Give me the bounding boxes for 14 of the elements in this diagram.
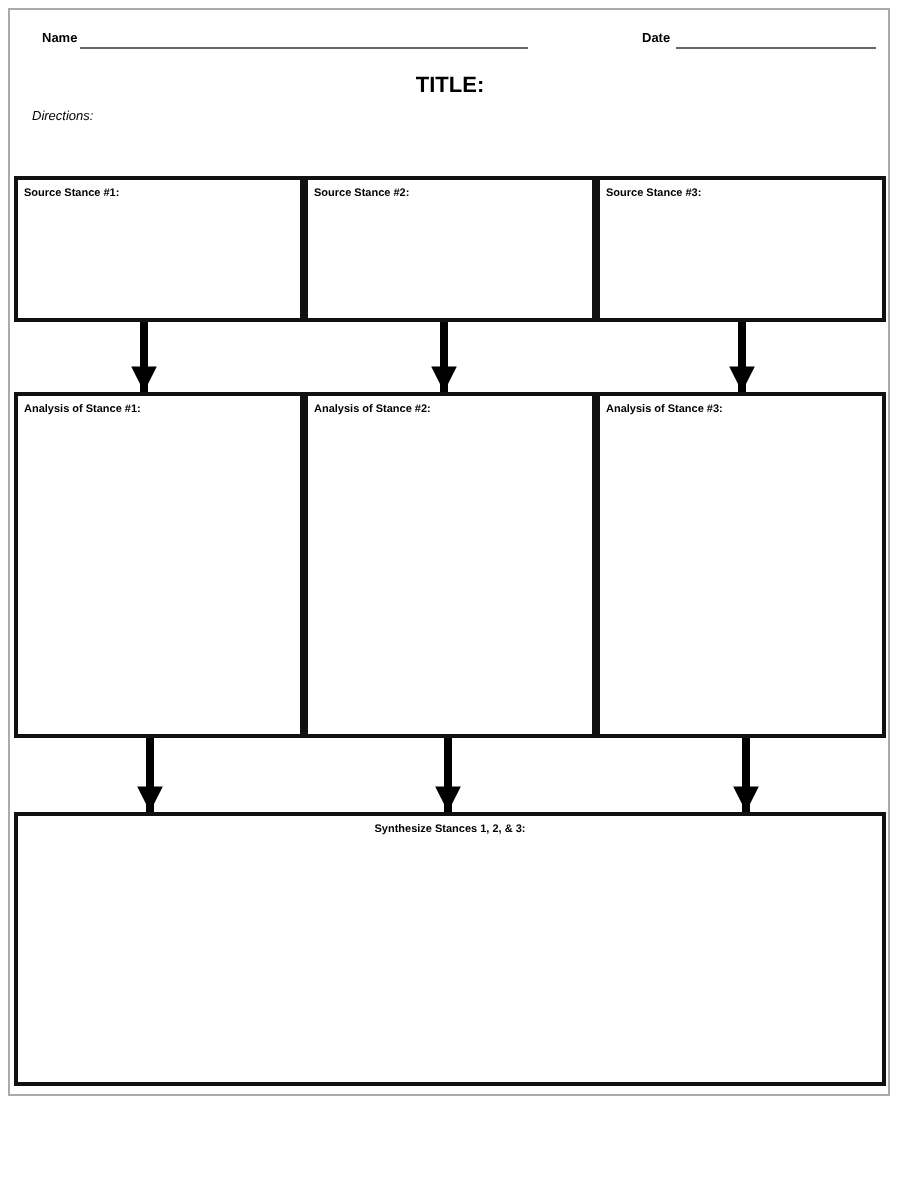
text-box xyxy=(304,176,596,322)
writing-box xyxy=(14,812,886,1086)
text-box xyxy=(14,176,304,322)
arrow xyxy=(137,738,163,812)
title: TITLE: xyxy=(413,74,487,98)
arrow xyxy=(729,322,755,392)
arrow xyxy=(431,322,457,392)
text-box xyxy=(14,392,304,738)
arrow xyxy=(131,322,157,392)
text-box xyxy=(596,176,886,322)
text-box xyxy=(596,392,886,738)
arrow xyxy=(435,738,461,812)
text-box xyxy=(304,392,596,738)
arrow xyxy=(733,738,759,812)
